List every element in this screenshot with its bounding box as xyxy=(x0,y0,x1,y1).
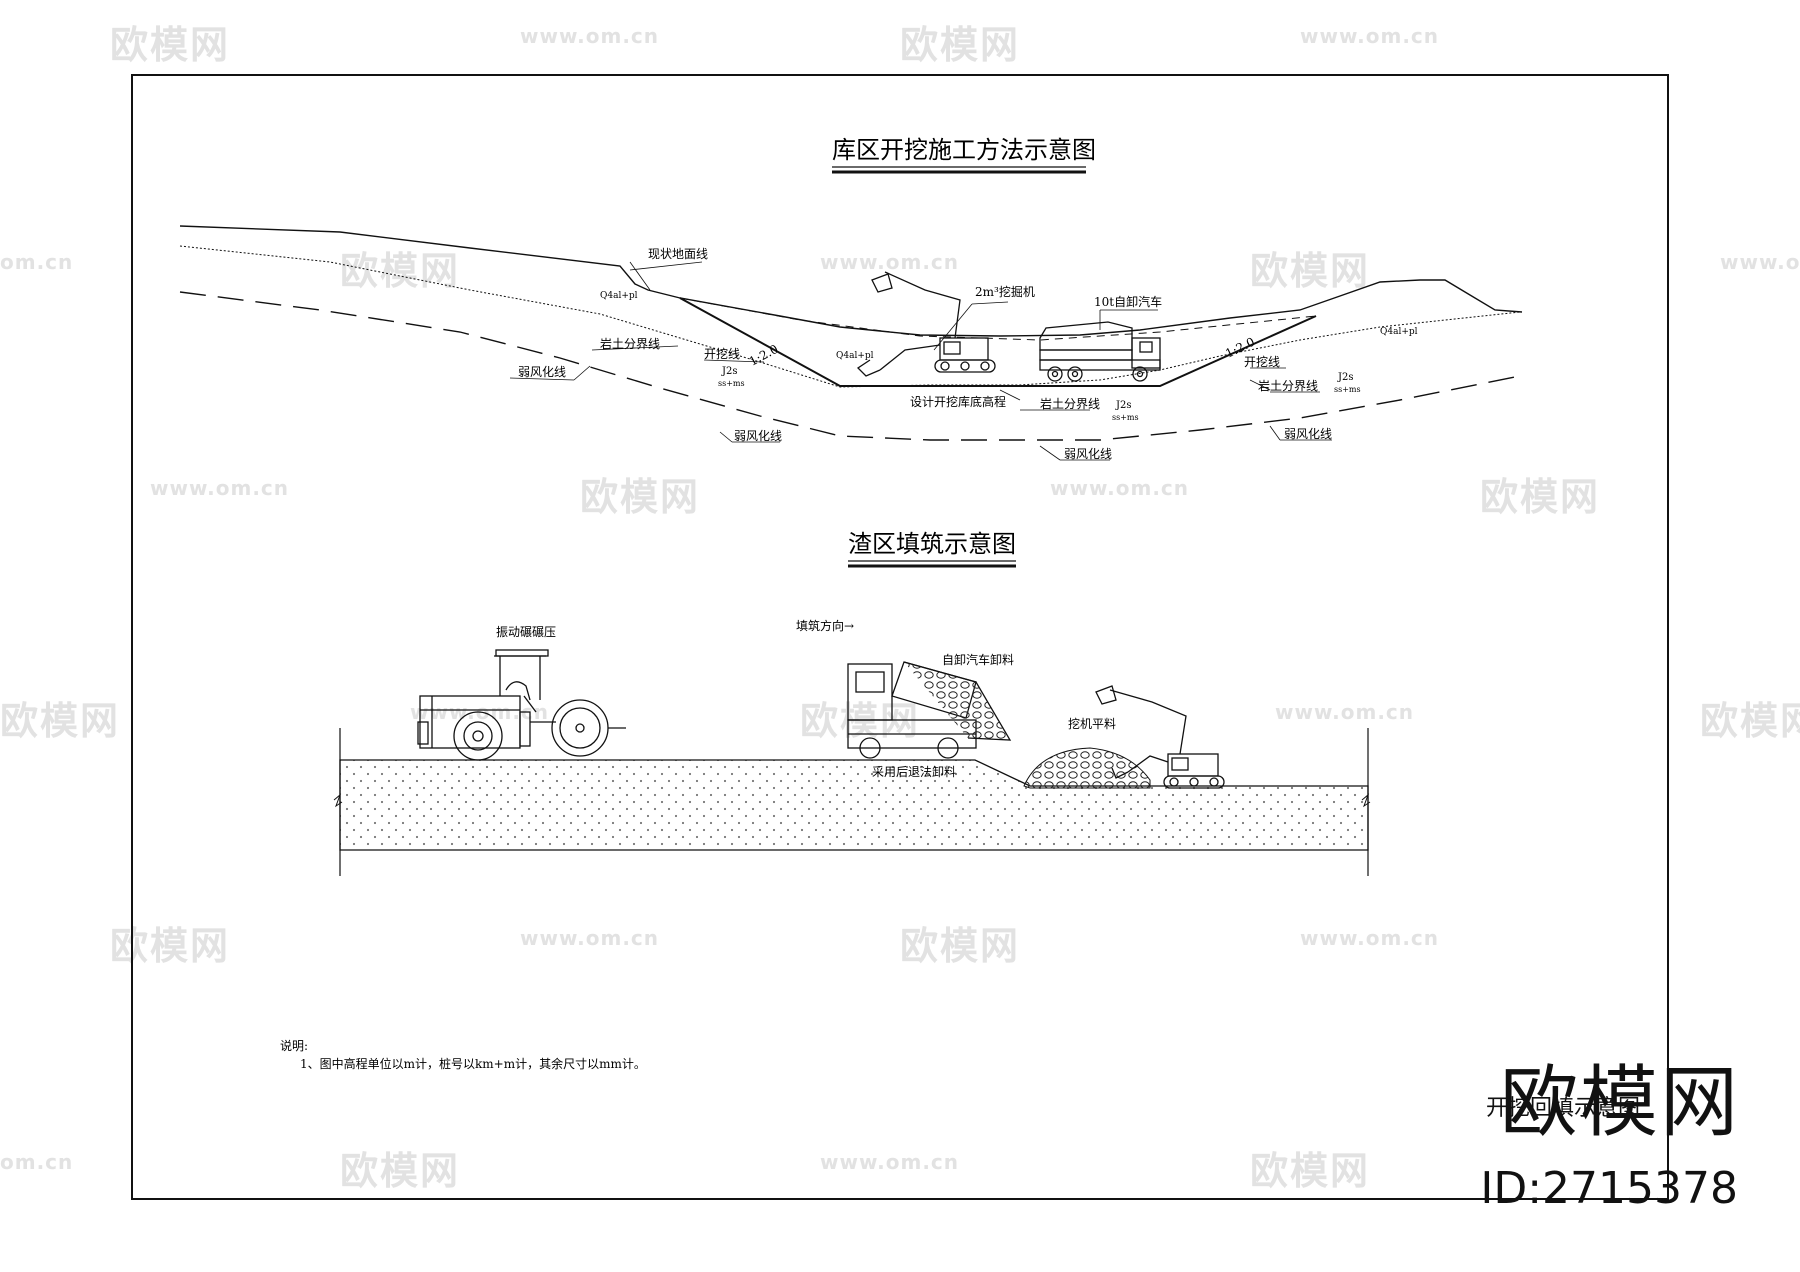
drawing-name: 开挖回填示意图 xyxy=(1486,1096,1641,1121)
label-j2-center-sub: ss+ms xyxy=(1112,413,1139,422)
label-slope-left: 1:2.0 xyxy=(747,342,781,369)
rock-pile xyxy=(1023,747,1151,789)
watermark-brand: 欧模网 xyxy=(580,475,701,519)
dump-truck-unloading xyxy=(847,661,1012,759)
vibratory-roller xyxy=(417,649,626,761)
watermark-url: www.om.cn xyxy=(1050,476,1190,500)
label-dump-truck: 10t自卸汽车 xyxy=(1094,294,1162,309)
label-roller: 振动碾碾压 xyxy=(496,625,556,639)
watermark-url: www.om.cn xyxy=(1300,926,1440,950)
corner-brand-logo: 欧模网 xyxy=(1499,1058,1740,1148)
dump-truck-top xyxy=(1039,321,1161,382)
corner-id: ID:2715378 xyxy=(1480,1163,1738,1214)
label-weathering-center: 弱风化线 xyxy=(1064,447,1112,461)
label-excavator-level: 挖机平料 xyxy=(1068,716,1116,731)
watermark-brand: 欧模网 xyxy=(340,1149,461,1193)
label-excavation-line-left: 开挖线 xyxy=(704,346,740,361)
label-direction: 填筑方向→ xyxy=(796,618,854,633)
label-backward-unload: 采用后退法卸料 xyxy=(872,764,956,779)
label-j2-center: J2s xyxy=(1115,400,1132,411)
excavation-diagram: 库区开挖施工方法示意图 xyxy=(179,136,1523,461)
fill-body xyxy=(339,759,1369,851)
existing-ground-line xyxy=(179,225,1523,337)
label-excavator: 2m³挖掘机 xyxy=(975,284,1035,299)
label-j2-left: J2s xyxy=(721,366,738,377)
watermark-url: www.om.cn xyxy=(150,476,290,500)
watermark-brand: 欧模网 xyxy=(1250,249,1371,293)
label-truck-unload: 自卸汽车卸料 xyxy=(942,652,1014,667)
watermark-brand: 欧模网 xyxy=(110,23,231,67)
label-excavation-line-right: 开挖线 xyxy=(1244,354,1280,369)
watermark-brand: 欧模网 xyxy=(800,699,921,743)
rock-soil-boundary-line xyxy=(179,245,1521,388)
leveling-excavator xyxy=(1095,685,1225,789)
leader-lines xyxy=(509,261,1332,461)
label-q4-right: Q4al+pl xyxy=(1380,327,1418,337)
excavation-title: 库区开挖施工方法示意图 xyxy=(832,136,1096,164)
fill-title: 渣区填筑示意图 xyxy=(848,530,1016,558)
watermark-url: www.om.cn xyxy=(820,250,960,274)
label-rock-soil-center: 岩土分界线 xyxy=(1040,396,1100,411)
excavation-line xyxy=(679,297,1317,387)
watermark-url: om.cn xyxy=(0,250,74,274)
label-rock-soil-right: 岩土分界线 xyxy=(1258,378,1318,393)
watermark-url: om.cn xyxy=(0,1150,74,1174)
watermark-brand: 欧模网 xyxy=(1250,1149,1371,1193)
watermark-brand: 欧模网 xyxy=(900,924,1021,968)
label-design-bottom: 设计开挖库底高程 xyxy=(910,394,1006,409)
watermark-brand: 欧模网 xyxy=(900,23,1021,67)
label-j2-right-sub: ss+ms xyxy=(1334,385,1361,394)
label-q4-center: Q4al+pl xyxy=(836,351,874,361)
label-j2-right: J2s xyxy=(1337,372,1354,383)
notes-heading: 说明: xyxy=(280,1038,308,1053)
watermark-brand: 欧模网 xyxy=(1480,475,1601,519)
watermark-brand: 欧模网 xyxy=(110,924,231,968)
watermark-url: www.om.cn xyxy=(520,926,660,950)
label-weathering-left-upper: 弱风化线 xyxy=(518,365,566,379)
watermark-brand: 欧模网 xyxy=(0,699,121,743)
label-rock-soil-left: 岩土分界线 xyxy=(600,336,660,351)
label-q4-left: Q4al+pl xyxy=(600,291,638,301)
fill-diagram: 渣区填筑示意图 xyxy=(333,530,1371,876)
weak-weathering-line xyxy=(179,291,1521,441)
drawing-border xyxy=(131,74,1669,1200)
excavator-top xyxy=(856,271,996,377)
watermark-brand: 欧模网 xyxy=(340,249,461,293)
notes-item-1: 1、图中高程单位以m计，桩号以km+m计，其余尺寸以mm计。 xyxy=(300,1056,646,1071)
watermark-url: www.om.cn xyxy=(820,1150,960,1174)
watermark-brand: 欧模网 xyxy=(1700,699,1800,743)
label-j2-left-sub: ss+ms xyxy=(718,379,745,388)
watermark-url: www.om.cn xyxy=(520,24,660,48)
watermark-url: www.om.cn xyxy=(1275,700,1415,724)
watermark-url: www.om.cn xyxy=(1720,250,1800,274)
label-weathering-right: 弱风化线 xyxy=(1284,427,1332,441)
design-dashed-line xyxy=(679,297,1317,341)
label-weathering-left-lower: 弱风化线 xyxy=(734,429,782,443)
watermark-url: www.om.cn xyxy=(1300,24,1440,48)
label-ground-line: 现状地面线 xyxy=(648,247,708,261)
